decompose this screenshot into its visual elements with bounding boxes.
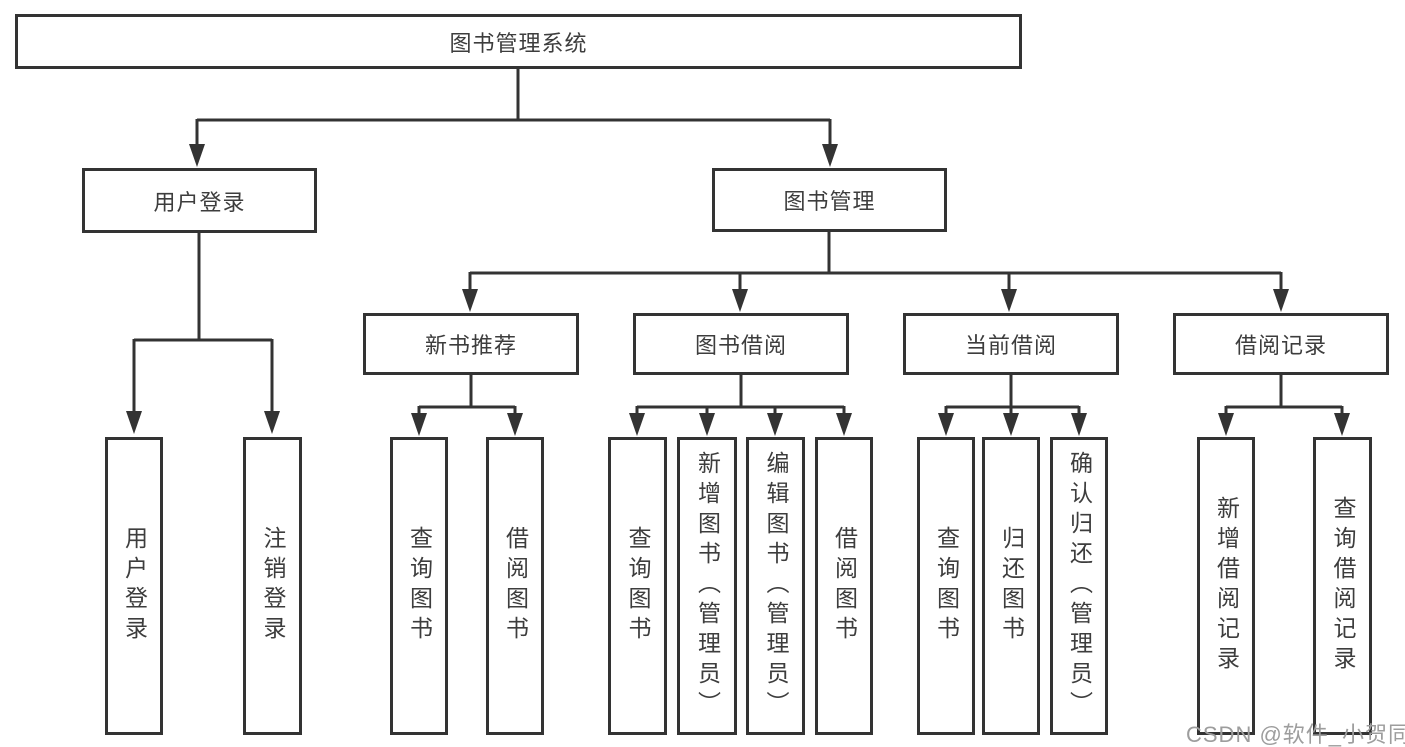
leaf-confirm-return-admin: 确认归还（管理员） [1050, 437, 1108, 735]
leaf-borrow-books-2: 借阅图书 [815, 437, 873, 735]
leaf-query-books-2: 查询图书 [608, 437, 667, 735]
node-library-management-system: 图书管理系统 [15, 14, 1022, 69]
leaf-return-books: 归还图书 [982, 437, 1040, 735]
node-new-book-recommendation: 新书推荐 [363, 313, 579, 375]
node-book-borrowing: 图书借阅 [633, 313, 849, 375]
leaf-borrow-books-1: 借阅图书 [486, 437, 544, 735]
leaf-query-books-3: 查询图书 [917, 437, 975, 735]
node-book-management: 图书管理 [712, 168, 947, 232]
leaf-edit-book-admin: 编辑图书（管理员） [746, 437, 805, 735]
watermark: CSDN @软件_小贺同学 [1186, 722, 1405, 747]
node-current-borrowing: 当前借阅 [903, 313, 1119, 375]
leaf-query-books-1: 查询图书 [390, 437, 448, 735]
leaf-query-borrow-record: 查询借阅记录 [1313, 437, 1372, 735]
leaf-add-borrow-record: 新增借阅记录 [1197, 437, 1255, 735]
leaf-logout: 注销登录 [243, 437, 302, 735]
node-user-login: 用户登录 [82, 168, 317, 233]
leaf-add-book-admin: 新增图书（管理员） [677, 437, 737, 735]
leaf-user-login: 用户登录 [105, 437, 163, 735]
node-borrowing-records: 借阅记录 [1173, 313, 1389, 375]
